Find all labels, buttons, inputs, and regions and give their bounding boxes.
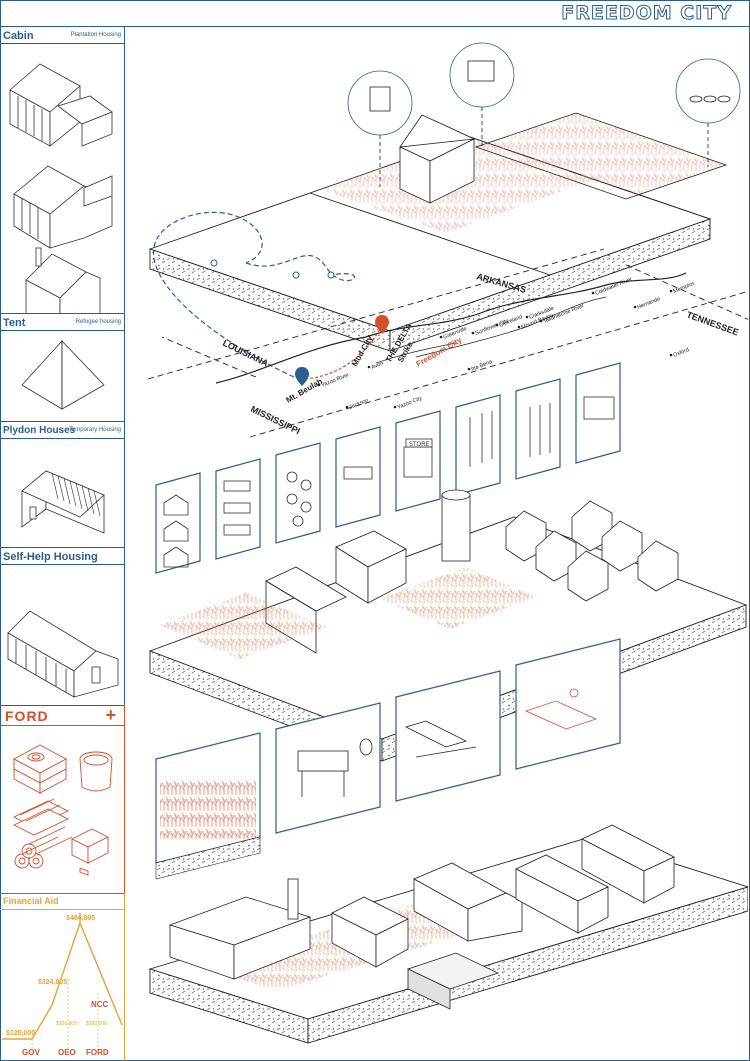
map-town-dot	[633, 305, 637, 309]
map-town-label: Sunflower City	[475, 318, 510, 337]
map-town-dot	[345, 405, 349, 409]
map-tennessee: TENNESSEE	[685, 309, 740, 337]
ford-title: FORD	[5, 708, 49, 724]
map-town-label: Memphis	[673, 281, 696, 295]
layer-interiors	[155, 638, 621, 880]
mt-beulah-pin-icon	[295, 367, 309, 386]
layer-plantation	[148, 42, 741, 378]
map-town-dot	[517, 325, 521, 329]
layer-town	[148, 824, 748, 1044]
cabin-section: Cabin Plantation Housing	[0, 26, 125, 314]
plydon-section: Plydon Houses Temporary Housing	[0, 421, 125, 548]
freedom-city-pin-icon	[375, 315, 389, 334]
aid-sub1-label: $160,805	[56, 1021, 77, 1027]
tent-title: Tent	[3, 317, 26, 329]
selfhelp-title: Self-Help Housing	[3, 551, 98, 563]
map-town-dot	[317, 383, 321, 387]
aid-mid-label: $324,805	[38, 979, 67, 986]
map-town-dot	[669, 289, 673, 293]
map-town-dot	[467, 367, 471, 371]
map-town-dot	[495, 323, 499, 327]
map-town-dot	[591, 291, 595, 295]
map-louisiana: LOUISIANA	[221, 338, 270, 369]
map-town-dot	[471, 331, 475, 335]
aid-peak-label: $484,805	[66, 915, 95, 922]
layer-icon-panels	[155, 362, 621, 574]
map-town-label: Oxford	[673, 347, 691, 359]
map-town-label: Itta Bena	[471, 359, 495, 373]
aid-ncc-label: NCC	[91, 1000, 109, 1009]
cabin-illustrations	[9, 63, 113, 313]
financial-chart: $484,805 $324,805 $125,000 $160,805 $160…	[2, 913, 123, 1057]
aid-sub2-label: $160,000	[86, 1021, 107, 1027]
plydon-illustration	[21, 470, 105, 534]
map-town-dot	[539, 319, 543, 323]
map-mississippi: MISSISSIPPI	[249, 404, 301, 436]
map-town-dot	[669, 353, 673, 357]
map-town-label: Avon	[371, 361, 385, 371]
map-town-label: Hernando	[637, 296, 662, 311]
ford-plus-icon: +	[105, 705, 116, 725]
map-town-dot	[393, 405, 397, 409]
tent-illustration	[21, 339, 105, 410]
tent-section: Tent Refugee housing	[0, 313, 125, 422]
ford-section: FORD +	[0, 705, 125, 894]
store-sign: STORE	[409, 442, 430, 448]
aid-ford-label: FORD	[86, 1048, 109, 1057]
map-town-dot	[439, 335, 443, 339]
map-town-label: Jackson	[349, 398, 370, 411]
map-town-dot	[525, 315, 529, 319]
aid-oeo-label: OEO	[58, 1048, 76, 1057]
map-town-label: Yazoo City	[397, 395, 424, 410]
cabin-title: Cabin	[3, 30, 34, 42]
aid-low-label: $125,000	[6, 1030, 35, 1037]
selfhelp-illustration	[7, 610, 119, 698]
cabin-subtitle: Plantation Housing	[70, 32, 121, 38]
financial-title: Financial Aid	[3, 896, 59, 906]
sidebar: Cabin Plantation Housing	[0, 26, 125, 1061]
tent-subtitle: Refugee housing	[75, 319, 121, 325]
axonometric-diagram: ARKANSAS TENNESSEE LOUISIANA MISSISSIPPI…	[147, 42, 748, 1044]
financial-section: Financial Aid $484,805 $324,805 $125,000…	[0, 893, 125, 1061]
selfhelp-section: Self-Help Housing	[0, 547, 125, 706]
plydon-subtitle: Temporary Housing	[68, 427, 121, 433]
title-bar: FREEDOM CITY	[0, 0, 750, 27]
page-title: FREEDOM CITY	[561, 2, 732, 25]
ford-materials	[12, 744, 113, 876]
map-town-dot	[367, 365, 371, 369]
aid-gov-label: GOV	[22, 1048, 40, 1057]
plydon-title: Plydon Houses	[3, 425, 76, 436]
